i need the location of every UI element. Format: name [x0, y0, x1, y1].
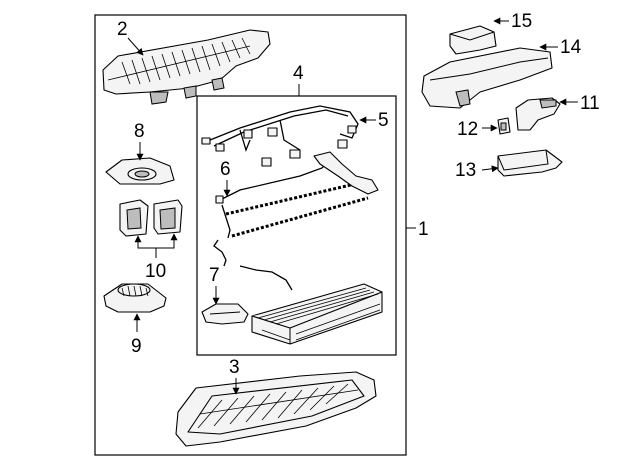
part-2-upper-cover[interactable] [102, 29, 271, 105]
leader-13 [481, 165, 499, 173]
callout-12: 12 [457, 119, 478, 140]
callout-14: 14 [560, 37, 582, 58]
part-6-sensor-wiring[interactable] [213, 151, 379, 291]
outer-assembly-frame [94, 14, 407, 456]
part-14-air-duct[interactable] [421, 47, 553, 109]
part-9-blower-fan[interactable] [103, 283, 167, 313]
callout-8: 8 [134, 121, 145, 142]
part-11-duct-elbow[interactable] [515, 97, 561, 131]
callout-4: 4 [293, 63, 304, 84]
callout-13: 13 [455, 160, 476, 181]
part-8-mounting-plate[interactable] [105, 157, 175, 185]
part-13-filter-pad[interactable] [497, 149, 563, 177]
callout-5: 5 [378, 110, 389, 131]
callout-10: 10 [145, 261, 166, 282]
callout-11: 11 [580, 93, 600, 114]
inner-subassembly-frame [196, 95, 397, 356]
callout-6: 6 [220, 159, 231, 180]
leader-10 [137, 234, 175, 249]
leader-2 [127, 37, 144, 56]
part-15-duct-cap[interactable] [449, 25, 497, 55]
callout-3: 3 [229, 357, 240, 378]
callout-1: 1 [418, 219, 429, 240]
callout-2: 2 [117, 19, 128, 40]
callout-9: 9 [131, 336, 142, 357]
callout-15: 15 [511, 11, 532, 32]
part-5-wire-harness[interactable] [201, 105, 359, 167]
part-3-lower-tray[interactable] [175, 371, 377, 447]
part-10-gaskets[interactable] [119, 199, 183, 237]
callout-7: 7 [209, 265, 220, 286]
part-7-battery-ecu[interactable] [201, 303, 249, 325]
part-12-clip[interactable] [497, 117, 511, 135]
battery-module[interactable] [251, 283, 383, 345]
